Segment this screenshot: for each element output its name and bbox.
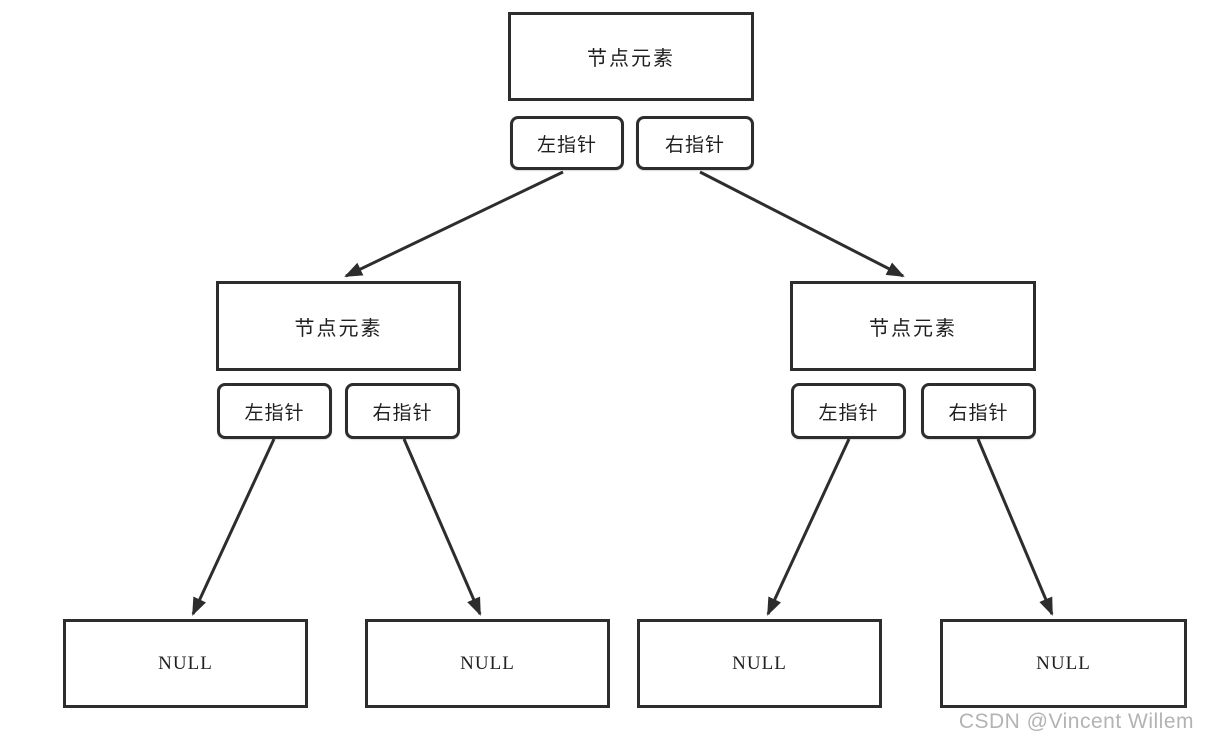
arrow-right-child-left-to-null-3 [766, 438, 851, 616]
arrow-left-child-right-to-null-2 [402, 438, 482, 616]
null-box-3: NULL [637, 619, 882, 708]
root-left-pointer-box: 左指针 [510, 116, 624, 170]
left-child-left-pointer-box: 左指针 [217, 383, 332, 439]
null-box-3-label: NULL [732, 652, 787, 674]
null-box-1-label: NULL [158, 652, 213, 674]
root-right-pointer-box: 右指针 [636, 116, 754, 170]
arrow-root-right-to-right-child [699, 170, 905, 278]
null-box-4-label: NULL [1036, 652, 1091, 674]
right-child-left-pointer-box: 左指针 [791, 383, 906, 439]
right-child-left-pointer-label: 左指针 [818, 402, 879, 424]
null-box-2: NULL [365, 619, 610, 708]
null-box-2-label: NULL [460, 652, 515, 674]
left-child-node-label: 节点元素 [294, 317, 383, 340]
null-box-4: NULL [940, 619, 1187, 708]
left-child-left-pointer-label: 左指针 [244, 402, 305, 424]
root-right-pointer-label: 右指针 [664, 134, 725, 156]
right-child-node-label: 节点元素 [869, 317, 957, 340]
left-child-node-box: 节点元素 [216, 281, 461, 371]
arrow-right-child-right-to-null-4 [976, 438, 1054, 616]
left-child-right-pointer-box: 右指针 [345, 383, 460, 439]
watermark: CSDN @Vincent Willem [958, 710, 1194, 733]
left-child-right-pointer-label: 右指针 [372, 402, 433, 424]
root-left-pointer-label: 左指针 [536, 134, 597, 156]
right-child-right-pointer-label: 右指针 [948, 402, 1009, 424]
arrow-root-left-to-left-child [344, 170, 564, 278]
root-node-label: 节点元素 [587, 48, 675, 70]
right-child-node-box: 节点元素 [790, 281, 1036, 371]
right-child-right-pointer-box: 右指针 [921, 383, 1036, 439]
arrow-left-child-left-to-null-1 [191, 438, 276, 616]
root-node-box: 节点元素 [508, 12, 754, 101]
null-box-1: NULL [63, 619, 308, 708]
